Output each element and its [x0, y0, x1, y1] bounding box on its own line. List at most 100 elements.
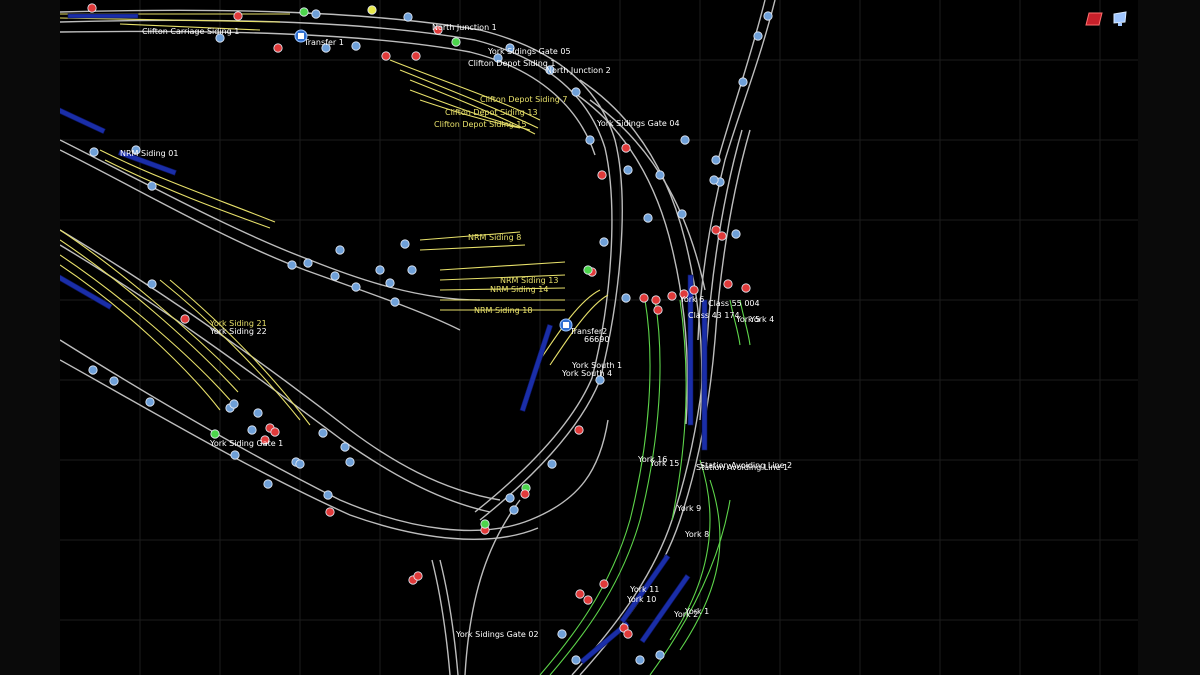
signal-danger[interactable]	[583, 595, 593, 605]
eraser-icon[interactable]	[1084, 10, 1104, 28]
signal-clear[interactable]	[351, 41, 361, 51]
signal-proceed[interactable]	[210, 429, 220, 439]
signal-danger[interactable]	[433, 25, 443, 35]
signal-clear[interactable]	[109, 376, 119, 386]
signal-danger[interactable]	[273, 43, 283, 53]
signal-danger[interactable]	[689, 285, 699, 295]
signal-danger[interactable]	[717, 231, 727, 241]
track-map-viewport[interactable]: North Junction 1 Clifton Carriage Siding…	[60, 0, 1138, 675]
signal-clear[interactable]	[738, 77, 748, 87]
signal-clear[interactable]	[677, 209, 687, 219]
signal-clear[interactable]	[215, 33, 225, 43]
transfer-2-marker[interactable]	[559, 318, 573, 332]
signal-clear[interactable]	[400, 239, 410, 249]
signal-clear[interactable]	[709, 175, 719, 185]
signal-clear[interactable]	[321, 43, 331, 53]
signal-danger[interactable]	[411, 51, 421, 61]
train-york-south[interactable]	[519, 324, 553, 412]
signal-proceed[interactable]	[583, 265, 593, 275]
transfer-markers[interactable]	[294, 29, 573, 332]
signal-clear[interactable]	[407, 265, 417, 275]
signal-clear[interactable]	[403, 12, 413, 22]
signal-clear[interactable]	[505, 43, 515, 53]
signal-clear[interactable]	[509, 505, 519, 515]
signal-caution[interactable]	[367, 5, 377, 15]
signal-danger[interactable]	[325, 507, 335, 517]
signal-danger[interactable]	[711, 225, 721, 235]
signal-clear[interactable]	[253, 408, 263, 418]
signal-clear[interactable]	[88, 365, 98, 375]
signal-clear[interactable]	[89, 147, 99, 157]
signals[interactable]	[87, 3, 773, 665]
train-nrm-2[interactable]	[117, 149, 177, 176]
signal-clear[interactable]	[753, 31, 763, 41]
signal-danger[interactable]	[639, 293, 649, 303]
signal-clear[interactable]	[547, 459, 557, 469]
signal-danger[interactable]	[623, 629, 633, 639]
signal-danger[interactable]	[574, 425, 584, 435]
signal-clear[interactable]	[571, 655, 581, 665]
signal-clear[interactable]	[230, 450, 240, 460]
signal-clear[interactable]	[147, 181, 157, 191]
signal-clear[interactable]	[585, 135, 595, 145]
signal-clear[interactable]	[680, 135, 690, 145]
train-york-11[interactable]	[619, 554, 671, 624]
signal-danger[interactable]	[653, 305, 663, 315]
signal-clear[interactable]	[557, 629, 567, 639]
signal-clear[interactable]	[345, 457, 355, 467]
signal-clear[interactable]	[763, 11, 773, 21]
train-west-sidings[interactable]	[60, 274, 113, 310]
signal-clear[interactable]	[351, 282, 361, 292]
signal-clear[interactable]	[295, 459, 305, 469]
signal-clear[interactable]	[621, 293, 631, 303]
train-south-exit[interactable]	[579, 621, 630, 665]
signal-danger[interactable]	[520, 489, 530, 499]
signal-danger[interactable]	[599, 579, 609, 589]
signal-clear[interactable]	[623, 165, 633, 175]
signal-clear[interactable]	[335, 245, 345, 255]
signal-clear[interactable]	[493, 53, 503, 63]
signal-danger[interactable]	[180, 314, 190, 324]
signal-danger[interactable]	[87, 3, 97, 13]
signal-clear[interactable]	[131, 145, 141, 155]
signal-danger[interactable]	[741, 283, 751, 293]
signal-danger[interactable]	[413, 571, 423, 581]
signal-clear[interactable]	[318, 428, 328, 438]
signal-clear[interactable]	[385, 278, 395, 288]
signal-clear[interactable]	[655, 170, 665, 180]
transfer-1-marker[interactable]	[294, 29, 308, 43]
signal-danger[interactable]	[679, 289, 689, 299]
signal-clear[interactable]	[263, 479, 273, 489]
signal-clear[interactable]	[731, 229, 741, 239]
signal-clear[interactable]	[287, 260, 297, 270]
signal-danger[interactable]	[270, 427, 280, 437]
signal-clear[interactable]	[330, 271, 340, 281]
signal-clear[interactable]	[145, 397, 155, 407]
train-clifton-carriage[interactable]	[67, 13, 139, 19]
signal-danger[interactable]	[667, 291, 677, 301]
train-york-1[interactable]	[639, 574, 691, 644]
signal-danger[interactable]	[575, 589, 585, 599]
signal-clear[interactable]	[571, 87, 581, 97]
track-map[interactable]: North Junction 1 Clifton Carriage Siding…	[60, 0, 1138, 675]
signal-danger[interactable]	[260, 435, 270, 445]
monitor-icon[interactable]	[1110, 10, 1130, 28]
signal-proceed[interactable]	[480, 519, 490, 529]
signal-clear[interactable]	[505, 493, 515, 503]
signal-clear[interactable]	[375, 265, 385, 275]
signal-proceed[interactable]	[451, 37, 461, 47]
signal-clear[interactable]	[147, 279, 157, 289]
signal-clear[interactable]	[247, 425, 257, 435]
signal-danger[interactable]	[723, 279, 733, 289]
signal-clear[interactable]	[303, 258, 313, 268]
train-nrm-1[interactable]	[60, 107, 106, 135]
signal-clear[interactable]	[711, 155, 721, 165]
signal-clear[interactable]	[643, 213, 653, 223]
signal-clear[interactable]	[599, 237, 609, 247]
train-class-55-004[interactable]	[687, 274, 694, 426]
signal-danger[interactable]	[651, 295, 661, 305]
signal-clear[interactable]	[595, 375, 605, 385]
signal-clear[interactable]	[311, 9, 321, 19]
signal-danger[interactable]	[233, 11, 243, 21]
signal-danger[interactable]	[621, 143, 631, 153]
